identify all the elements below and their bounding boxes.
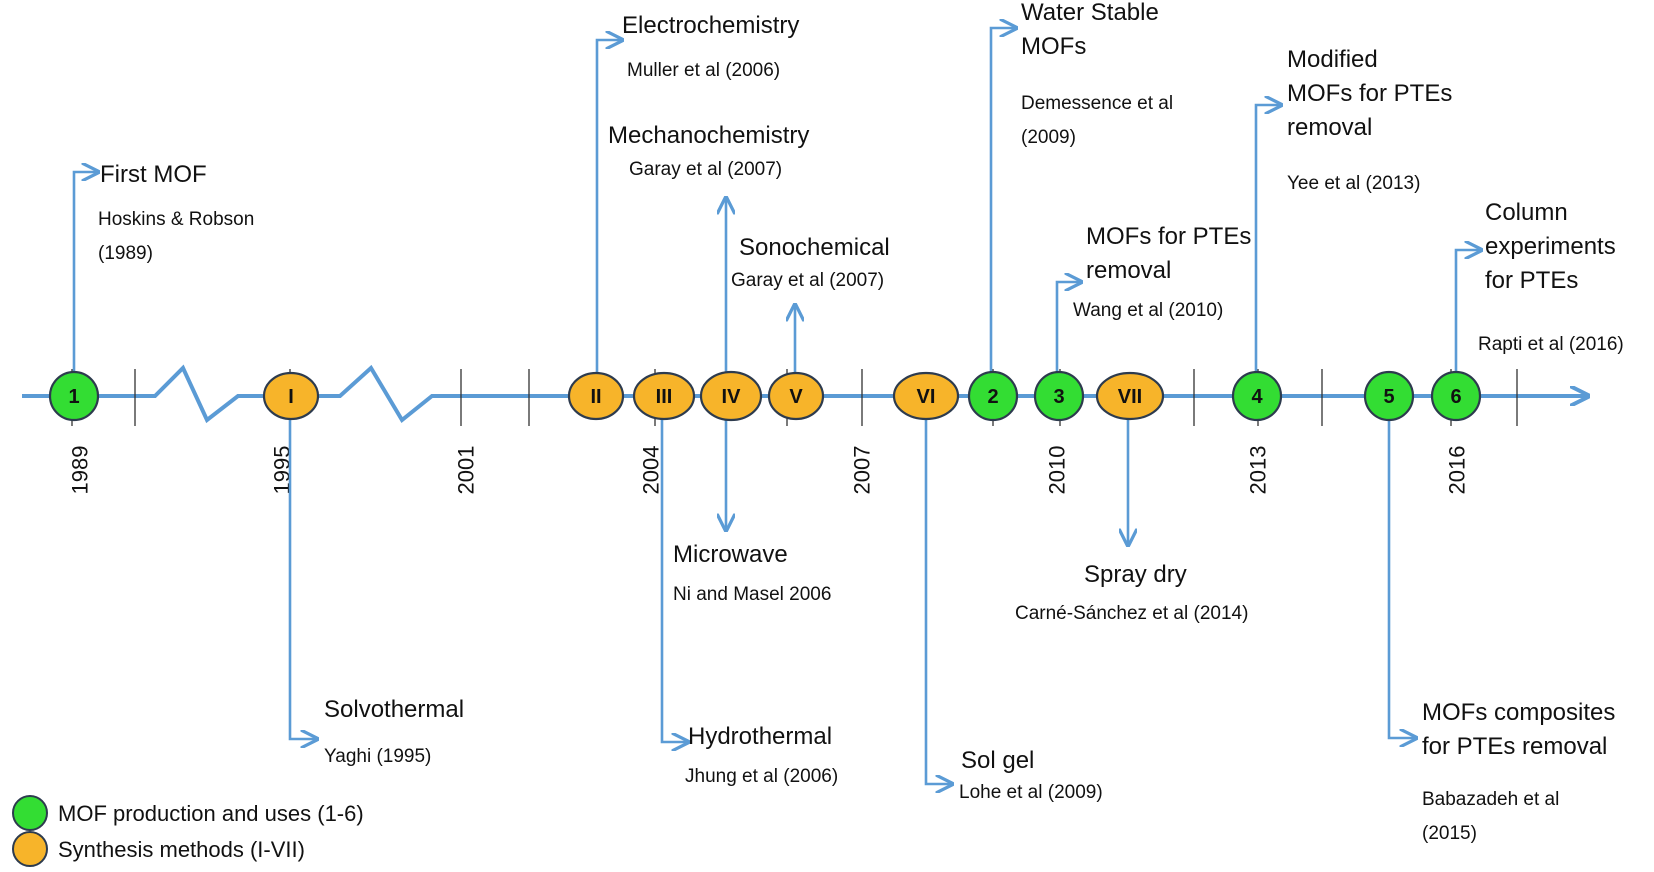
milestone-label-6: 6 [1450,386,1461,408]
connector-sol-gel [924,418,952,784]
connector-modified-mofs [1254,105,1281,375]
milestone-label-VII: VII [1118,386,1142,408]
connector-solvothermal [288,408,317,739]
connector-first-mof [72,172,98,375]
year-label-2004: 2004 [639,446,664,495]
milestone-node-6 [1430,370,1482,422]
year-label-2013: 2013 [1246,446,1271,495]
year-label-2016: 2016 [1445,446,1470,495]
connector-electrochemistry [595,40,622,375]
milestone-label-4: 4 [1251,386,1263,408]
milestone-node-VI [892,371,960,421]
connector-water-stable [989,28,1016,375]
event-ref-sol-gel: Lohe et al (2009) [959,782,1103,803]
milestone-node-1 [48,370,100,422]
milestone-node-3 [1033,370,1085,422]
milestone-node-4 [1231,370,1283,422]
event-ref-solvothermal: Yaghi (1995) [324,746,431,767]
milestone-label-1: 1 [68,386,79,408]
legend-swatch-production [12,795,48,831]
event-title-water-stable: MOFs [1021,33,1086,60]
event-title-modified-mofs: Modified [1287,46,1378,73]
legend-swatch-synthesis [12,831,48,867]
event-ref-hydrothermal: Jhung et al (2006) [685,766,838,787]
milestone-label-III: III [656,386,673,408]
event-title-composites: for PTEs removal [1422,733,1607,760]
legend-label-synthesis: Synthesis methods (I-VII) [58,837,305,862]
event-title-composites: MOFs composites [1422,699,1615,726]
milestone-label-5: 5 [1383,386,1394,408]
milestone-node-5 [1363,370,1415,422]
connector-column [1454,250,1481,375]
event-title-column: for PTEs [1485,267,1578,294]
event-ref-mofs-ptes: Wang et al (2010) [1073,300,1223,321]
event-ref-first-mof: Hoskins & Robson [98,209,254,230]
event-ref-first-mof: (1989) [98,243,153,264]
connector-composites [1387,418,1416,738]
event-title-hydrothermal: Hydrothermal [688,723,832,750]
milestone-node-V [767,371,825,421]
event-title-mofs-ptes: MOFs for PTEs [1086,223,1251,250]
event-ref-modified-mofs: Yee et al (2013) [1287,173,1420,194]
milestone-node-I [262,371,320,421]
milestone-label-VI: VI [917,386,936,408]
event-ref-composites: Babazadeh et al [1422,789,1559,810]
year-label-1989: 1989 [68,446,93,495]
event-title-column: experiments [1485,233,1616,260]
event-title-modified-mofs: removal [1287,114,1372,141]
milestone-label-I: I [288,386,294,408]
milestone-label-IV: IV [722,386,742,408]
year-label-2010: 2010 [1045,446,1070,495]
event-ref-microwave: Ni and Masel 2006 [673,584,831,605]
connector-mofs-ptes [1055,282,1081,375]
event-ref-water-stable: Demessence et al [1021,93,1173,114]
milestone-node-2 [967,370,1019,422]
year-label-2001: 2001 [454,446,479,495]
year-label-2007: 2007 [850,446,875,495]
milestone-label-2: 2 [987,386,998,408]
event-ref-mechanochemistry: Garay et al (2007) [629,159,782,180]
connector-hydrothermal [660,418,688,742]
event-ref-water-stable: (2009) [1021,127,1076,148]
event-title-electrochemistry: Electrochemistry [622,12,799,39]
event-title-mechanochemistry: Mechanochemistry [608,122,809,149]
event-title-water-stable: Water Stable [1021,0,1159,26]
milestone-label-3: 3 [1053,386,1064,408]
event-ref-electrochemistry: Muller et al (2006) [627,60,780,81]
event-title-modified-mofs: MOFs for PTEs [1287,80,1452,107]
legend-label-production: MOF production and uses (1-6) [58,801,364,826]
event-title-solvothermal: Solvothermal [324,696,464,723]
milestone-node-IV [699,370,763,422]
event-title-column: Column [1485,199,1568,226]
event-title-first-mof: First MOF [100,161,207,188]
event-title-microwave: Microwave [673,541,788,568]
event-title-sonochemical: Sonochemical [739,234,890,261]
milestone-node-II [567,371,625,421]
event-ref-spray-dry: Carné-Sánchez et al (2014) [1015,603,1248,624]
event-title-mofs-ptes: removal [1086,257,1171,284]
event-title-spray-dry: Spray dry [1084,561,1187,588]
milestone-label-II: II [590,386,601,408]
milestone-node-III [632,371,696,421]
milestone-node-VII [1095,371,1165,421]
event-title-sol-gel: Sol gel [961,747,1034,774]
event-ref-composites: (2015) [1422,823,1477,844]
milestone-label-V: V [789,386,803,408]
event-ref-column: Rapti et al (2016) [1478,334,1624,355]
event-ref-sonochemical: Garay et al (2007) [731,270,884,291]
